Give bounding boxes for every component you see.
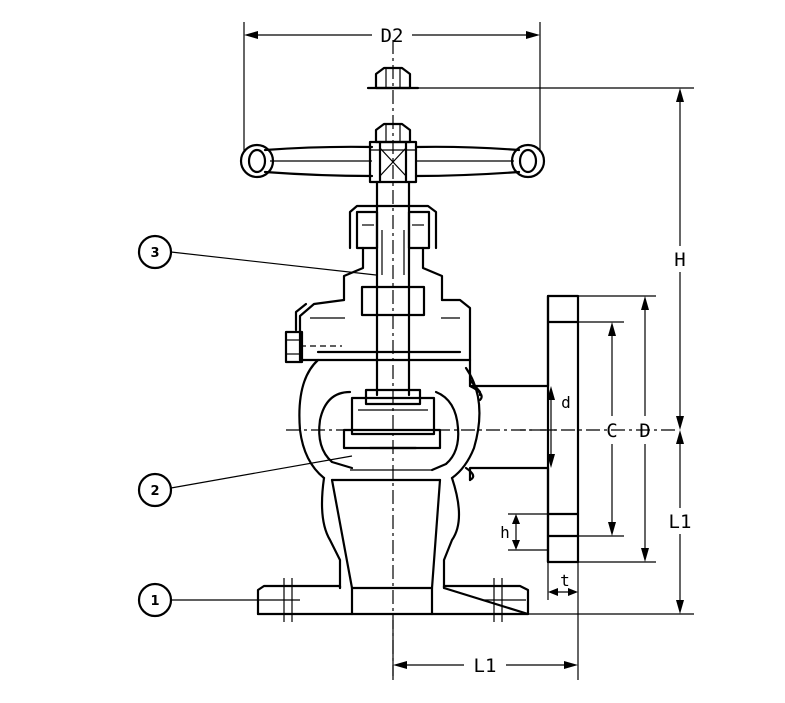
inlet-flange [256, 578, 530, 622]
balloon-2: 2 [137, 455, 353, 508]
handwheel [239, 143, 546, 179]
balloon-3: 3 [137, 234, 377, 276]
dimension-h: H [418, 87, 694, 430]
valve-disc [342, 388, 442, 450]
stem [375, 180, 411, 397]
balloon-2-number: 2 [150, 484, 159, 499]
c-label: C [606, 420, 617, 442]
d2-label: D2 [381, 25, 404, 47]
d-outer-label: D [639, 420, 650, 442]
dimension-d2: D2 [243, 22, 541, 152]
t-label: t [560, 571, 570, 590]
balloon-1: 1 [137, 582, 260, 618]
l1-horizontal-label: L1 [474, 655, 497, 677]
balloon-3-number: 3 [150, 246, 159, 261]
dimension-d: D [578, 295, 656, 563]
h-label: H [674, 249, 685, 271]
valve-body [298, 358, 482, 590]
indicator-nut [366, 66, 420, 90]
dimension-l1-vertical: L1 [528, 430, 694, 615]
dimension-c: C [548, 321, 624, 537]
center-lines [286, 40, 676, 676]
top-nut [374, 122, 412, 144]
d-small-label: d [561, 393, 571, 412]
dimension-t: t [547, 562, 579, 680]
l1-vertical-label: L1 [669, 511, 692, 533]
dimension-l1-horizontal: L1 [392, 620, 578, 680]
bonnet [284, 298, 472, 364]
dimension-h-small: h [500, 513, 548, 551]
outlet-flange [464, 294, 580, 564]
dimension-d-small: d [547, 386, 571, 468]
balloon-1-number: 1 [150, 594, 159, 609]
h-small-label: h [500, 523, 510, 542]
